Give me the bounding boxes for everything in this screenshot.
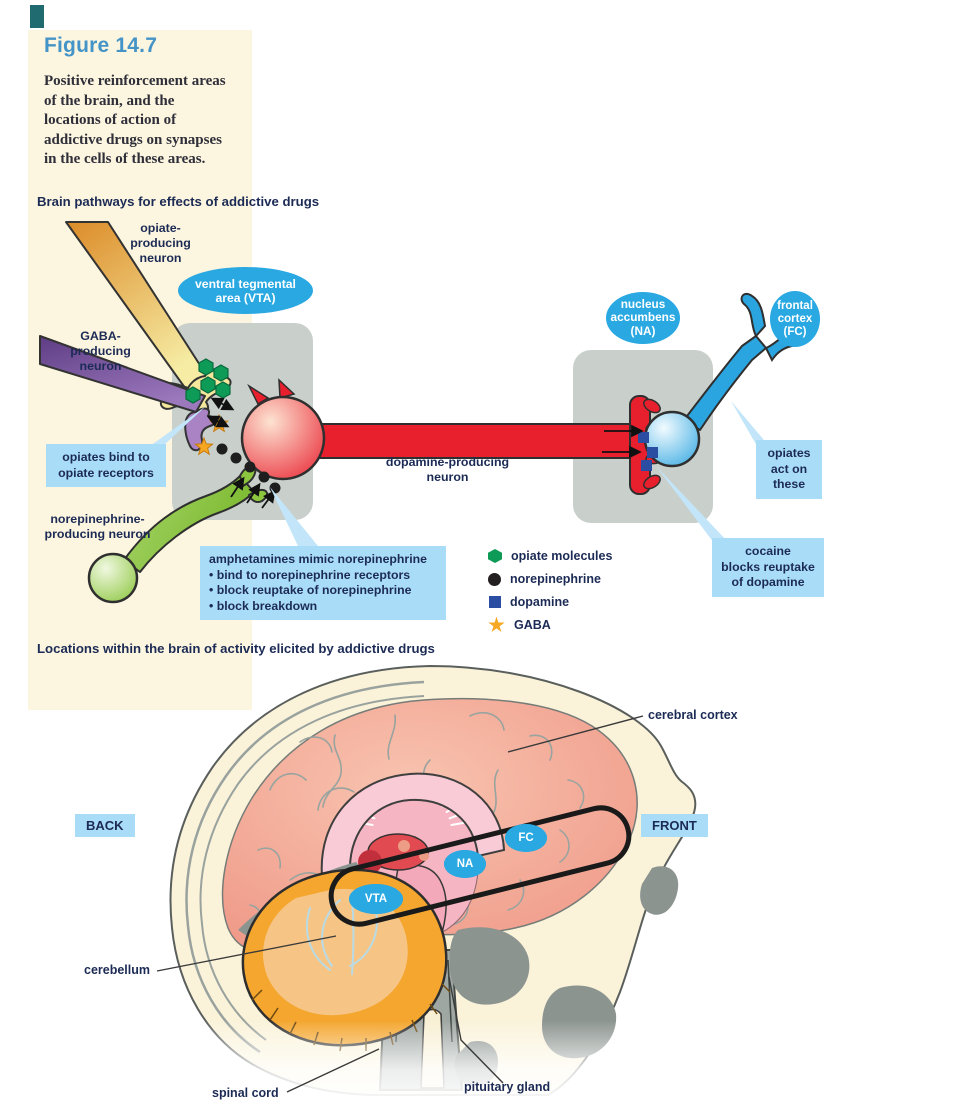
opiates-act-callout: opiates act on these xyxy=(756,440,822,499)
norepinephrine-molecules xyxy=(216,443,281,494)
gaba-neuron-label: GABA- producing neuron xyxy=(70,329,131,373)
na-brain-oval: NA xyxy=(444,850,486,878)
pituitary-gland-label: pituitary gland xyxy=(464,1080,551,1094)
frontal-cortex-neuron xyxy=(643,292,799,468)
amphetamines-callout: amphetamines mimic norepinephrine • bind… xyxy=(200,546,446,620)
spinal-cord-label: spinal cord xyxy=(212,1086,279,1100)
dopamine-molecules xyxy=(638,432,658,471)
legend-item-gaba: GABA xyxy=(488,616,612,633)
fc-region-oval: frontal cortex (FC) xyxy=(770,291,820,347)
legend-item-dopamine: dopamine xyxy=(488,594,612,610)
opiate-molecule-icon xyxy=(488,549,502,563)
figure-number: Figure 14.7 xyxy=(44,34,158,57)
legend-item-opiate-molecules: opiate molecules xyxy=(488,548,612,564)
cocaine-callout: cocaine blocks reuptake of dopamine xyxy=(712,538,824,597)
opiate-molecules xyxy=(185,358,231,404)
vta-region-oval: ventral tegmental area (VTA) xyxy=(178,267,313,314)
legend-item-norepinephrine: norepinephrine xyxy=(488,571,612,587)
back-label: BACK xyxy=(75,814,135,837)
reward-pathway-outline xyxy=(328,805,632,927)
callout-pointers xyxy=(150,401,769,546)
vta-brain-oval: VTA xyxy=(349,884,403,914)
dopamine-molecule-icon xyxy=(489,596,501,608)
opiate-neuron-label: opiate- producing neuron xyxy=(130,221,191,265)
synapse-arrows xyxy=(206,397,644,509)
leader-lines xyxy=(156,715,644,1093)
gaba-molecule-icon xyxy=(488,616,505,632)
pathway-heading: Brain pathways for effects of addictive … xyxy=(37,194,320,209)
fc-brain-oval: FC xyxy=(505,824,547,852)
locations-heading: Locations within the brain of activity e… xyxy=(37,641,435,656)
cerebellum-label: cerebellum xyxy=(84,963,151,977)
page-corner-mark xyxy=(30,5,44,28)
norepinephrine-neuron-label: norepinephrine- producing neuron xyxy=(44,512,151,541)
legend: opiate molecules norepinephrine dopamine… xyxy=(488,548,612,640)
front-label: FRONT xyxy=(641,814,708,837)
cerebral-cortex-label: cerebral cortex xyxy=(648,708,738,722)
bottom-fade xyxy=(140,1020,720,1110)
norepinephrine-molecule-icon xyxy=(488,572,501,586)
dopamine-neuron-label: dopamine-producing neuron xyxy=(385,455,510,484)
na-region-oval: nucleus accumbens (NA) xyxy=(606,292,680,344)
figure-caption: Positive reinforcement areas of the brai… xyxy=(44,73,226,167)
opiates-bind-callout: opiates bind to opiate receptors xyxy=(46,444,166,487)
